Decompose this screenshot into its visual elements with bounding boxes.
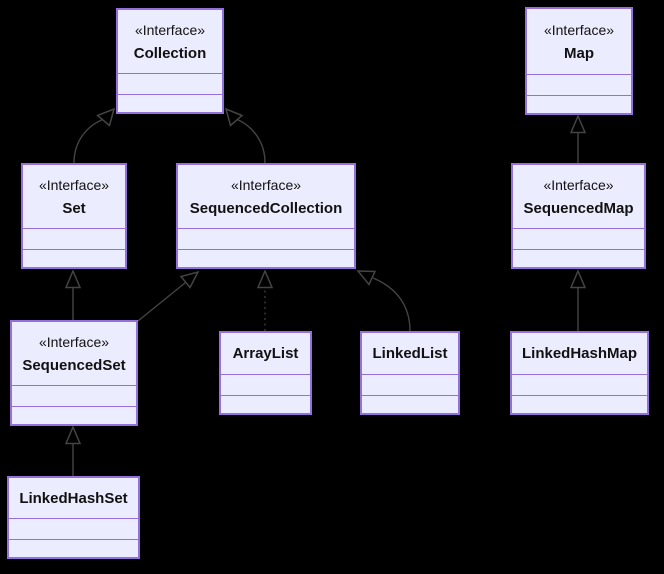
node-title: LinkedHashSet <box>9 478 138 518</box>
class-name: LinkedHashSet <box>19 489 128 507</box>
stereotype-label: «Interface» <box>38 333 110 350</box>
hollow-triangle-arrowhead <box>96 107 116 127</box>
class-node-sequencedmap: «Interface» SequencedMap <box>511 163 646 269</box>
methods-compartment <box>178 249 354 267</box>
node-title: «Interface» SequencedSet <box>12 322 136 385</box>
edge-linkedhashmap-to-sequencedmap <box>569 269 587 331</box>
inheritance-line <box>235 118 266 164</box>
hollow-triangle-arrowhead <box>569 269 587 289</box>
attributes-compartment <box>362 374 458 395</box>
methods-compartment <box>362 395 458 413</box>
class-node-linkedhashmap: LinkedHashMap <box>510 331 649 415</box>
class-node-map: «Interface» Map <box>525 7 633 115</box>
stereotype-label: «Interface» <box>230 176 302 193</box>
attributes-compartment <box>12 385 136 406</box>
node-title: «Interface» Collection <box>118 10 222 73</box>
attributes-compartment <box>9 518 138 539</box>
edge-sequencedmap-to-map <box>569 114 587 163</box>
attributes-compartment <box>513 228 644 249</box>
edge-arraylist-to-sequencedcollection <box>256 269 274 331</box>
node-title: «Interface» Set <box>23 165 125 228</box>
stereotype-label: «Interface» <box>134 21 206 38</box>
attributes-compartment <box>23 228 125 249</box>
methods-compartment <box>118 94 222 112</box>
class-name: Set <box>62 199 86 217</box>
hollow-triangle-arrowhead <box>64 269 82 289</box>
attributes-compartment <box>178 228 354 249</box>
attributes-compartment <box>118 73 222 94</box>
class-node-linkedhashset: LinkedHashSet <box>7 476 140 559</box>
class-name: SequencedSet <box>22 356 126 374</box>
stereotype-label: «Interface» <box>543 176 614 193</box>
class-name: SequencedMap <box>523 199 634 217</box>
methods-compartment <box>221 395 310 413</box>
methods-compartment <box>23 249 125 267</box>
methods-compartment <box>512 395 647 413</box>
attributes-compartment <box>512 374 647 395</box>
attributes-compartment <box>221 374 310 395</box>
class-name: ArrayList <box>232 345 299 362</box>
methods-compartment <box>9 539 138 557</box>
hollow-triangle-arrowhead <box>356 270 377 286</box>
node-title: LinkedList <box>362 333 458 374</box>
stereotype-label: «Interface» <box>543 21 615 38</box>
inheritance-line <box>73 118 105 164</box>
class-name: Map <box>564 44 594 62</box>
edge-linkedhashset-to-sequencedset <box>64 425 82 476</box>
attributes-compartment <box>527 74 631 95</box>
hollow-triangle-arrowhead <box>224 107 244 127</box>
node-title: LinkedHashMap <box>512 333 647 374</box>
methods-compartment <box>527 95 631 113</box>
node-title: «Interface» Map <box>527 9 631 74</box>
edge-sequencedset-to-set <box>64 269 82 320</box>
class-node-collection: «Interface» Collection <box>116 8 224 114</box>
hollow-triangle-arrowhead <box>256 269 274 289</box>
class-node-arraylist: ArrayList <box>219 331 312 415</box>
class-name: LinkedHashMap <box>521 345 638 362</box>
class-name: Collection <box>133 44 207 62</box>
hollow-triangle-arrowhead <box>179 270 200 289</box>
edge-sequencedcollection-to-collection <box>224 107 266 164</box>
class-node-sequencedcollection: «Interface» SequencedCollection <box>176 163 356 269</box>
class-node-sequencedset: «Interface» SequencedSet <box>10 320 138 426</box>
hollow-triangle-arrowhead <box>569 114 587 134</box>
edge-set-to-collection <box>73 107 116 164</box>
class-node-set: «Interface» Set <box>21 163 127 269</box>
class-node-linkedlist: LinkedList <box>360 331 460 415</box>
node-title: ArrayList <box>221 333 310 374</box>
hollow-triangle-arrowhead <box>64 425 82 445</box>
node-title: «Interface» SequencedCollection <box>178 165 354 228</box>
stereotype-label: «Interface» <box>38 176 110 193</box>
methods-compartment <box>12 406 136 424</box>
class-name: LinkedList <box>372 345 448 362</box>
inheritance-line <box>372 277 411 332</box>
edge-sequencedset-to-sequencedcollection <box>137 270 200 322</box>
node-title: «Interface» SequencedMap <box>513 165 644 228</box>
methods-compartment <box>513 249 644 267</box>
class-name: SequencedCollection <box>189 199 343 217</box>
inheritance-line <box>137 281 186 322</box>
edge-linkedlist-to-sequencedcollection <box>356 270 411 332</box>
